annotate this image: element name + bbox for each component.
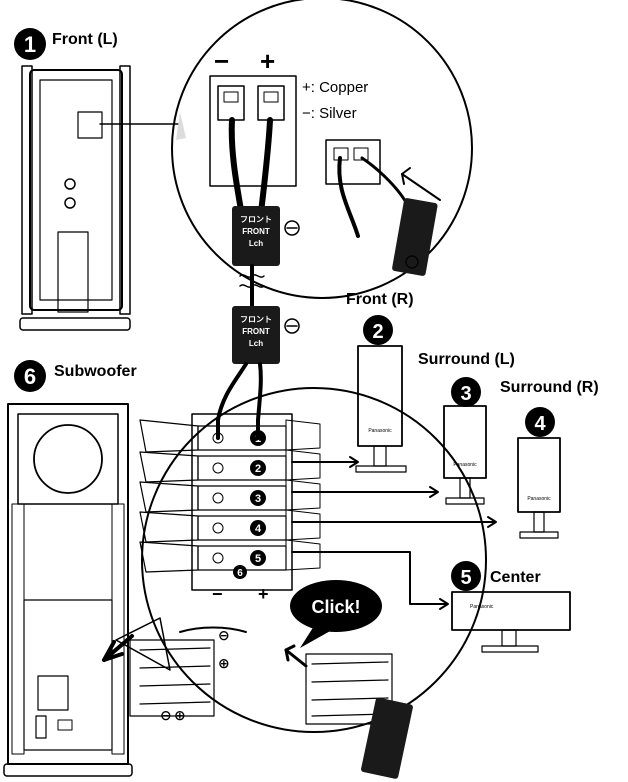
svg-text:Panasonic: Panasonic [470,604,494,610]
svg-text:6: 6 [24,364,36,389]
step-4-badge: 4 [525,407,555,437]
svg-text:2: 2 [255,463,261,475]
center-label: Center [490,569,541,586]
svg-text:フロント: フロント [240,315,272,324]
inset-plus-circle: ⊕ [218,655,230,671]
svg-text:Panasonic: Panasonic [453,462,477,468]
terminal-number-3: 3 [250,490,266,506]
front-left-speaker [19,65,181,331]
subwoofer-terminal-zoom: 1 2 3 4 5 6 − + [102,387,497,779]
terminal-number-5: 5 [250,550,266,566]
step-5-badge: 5 [451,561,481,591]
svg-text:Lch: Lch [249,239,263,248]
svg-text:2: 2 [372,321,383,343]
terminal-number-4: 4 [250,520,266,536]
step-1-badge: 1 [14,28,46,60]
terminal-rows [139,419,321,573]
svg-text:Panasonic: Panasonic [527,496,551,502]
svg-text:4: 4 [534,413,546,435]
svg-text:5: 5 [255,553,261,565]
plus-sign: + [260,46,275,76]
copper-legend: +: Copper [302,79,368,96]
front-terminal-zoom: フロント FRONT Lch − + +: Copper −: Silver [171,0,473,299]
surround-right-speaker: Panasonic [517,437,561,539]
svg-text:4: 4 [255,523,262,535]
svg-text:Lch: Lch [249,339,263,348]
center-speaker: Panasonic [451,591,571,653]
surround-left-label: Surround (L) [418,351,515,368]
inset-minus-circle: ⊖ [218,627,230,643]
minus-sign: − [214,46,229,76]
svg-text:FRONT: FRONT [242,327,270,336]
subwoofer-unit [3,403,133,777]
svg-text:3: 3 [255,493,261,505]
svg-text:フロント: フロント [240,215,272,224]
inset-minus-circle-2: ⊖ [160,707,172,723]
svg-text:Panasonic: Panasonic [368,428,392,434]
front-right-label: Front (R) [346,291,414,308]
silver-legend: −: Silver [302,105,357,122]
surround-right-label: Surround (R) [500,379,599,396]
svg-text:3: 3 [460,383,471,405]
step-6-badge: 6 [14,360,46,392]
terminal-number-6: 6 [233,565,247,579]
step-3-badge: 3 [451,377,481,407]
cable-tag-hand [392,198,438,276]
subwoofer-label: Subwoofer [54,363,137,380]
terminal-number-2: 2 [250,460,266,476]
step-1-number: 1 [24,32,36,57]
front-left-label: Front (L) [52,31,118,48]
click-text: Click! [311,597,360,617]
step-2-badge: 2 [363,315,393,345]
svg-text:FRONT: FRONT [242,227,270,236]
strip-plus-sign: + [258,584,269,604]
strip-minus-sign: − [212,584,223,604]
cable-tag-bottom [361,697,413,779]
cable-tag-top: フロント FRONT Lch [232,206,300,266]
click-callout: Click! [290,580,382,648]
svg-text:6: 6 [237,568,243,579]
inset-plus-circle-2: ⊕ [174,707,186,723]
svg-text:5: 5 [460,567,471,589]
front-right-speaker: Panasonic [355,345,407,473]
